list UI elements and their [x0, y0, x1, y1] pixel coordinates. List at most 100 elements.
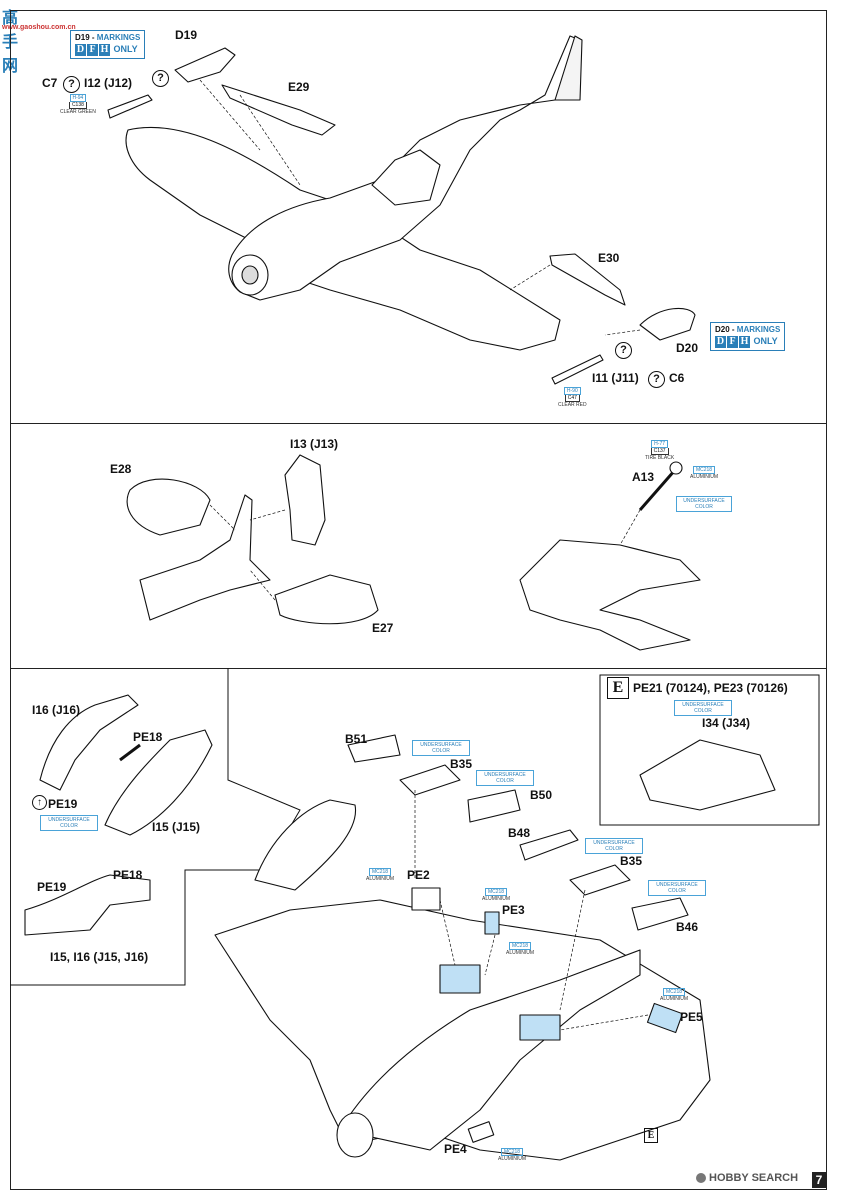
footer-brand: HOBBY SEARCH [709, 1172, 799, 1184]
label-a13: A13 [632, 470, 655, 484]
divider-1 [10, 423, 827, 424]
paint-aluminium-bay: MC218 ALUMINIUM [506, 942, 534, 956]
label-e27: E27 [372, 621, 394, 635]
label-i16: I16 (J16) [32, 703, 81, 717]
undersurface-color-pe19: UNDERSURFACE COLOR [40, 815, 98, 831]
label-b46: B46 [676, 920, 699, 934]
spinner [241, 265, 259, 285]
inset-e-badge: E [607, 677, 629, 699]
tail-assembly [519, 539, 701, 651]
marking-letter-h: H [739, 336, 750, 348]
page-frame [10, 10, 827, 1190]
paint-name: CLEAR RED [558, 402, 587, 408]
paint-aluminium-pe3: MC218 ALUMINIUM [482, 888, 510, 902]
paint-name: ALUMINIUM [660, 996, 689, 1002]
label-c7: C7 [42, 76, 58, 90]
undersurface-color-inset: UNDERSURFACE COLOR [674, 700, 732, 716]
e30-part [549, 253, 626, 306]
marking-letter-d: D [715, 336, 726, 348]
e28-part [126, 478, 211, 536]
cockpit [371, 149, 441, 206]
d20-part [639, 307, 696, 341]
markings-d19-prefix: D19 - [75, 33, 97, 42]
paint-code: MC218 [692, 466, 716, 474]
undersurface-color-b50: UNDERSURFACE COLOR [476, 770, 534, 786]
label-d19: D19 [175, 28, 198, 42]
label-pe19b: PE19 [37, 880, 67, 894]
paint-code: MC218 [662, 988, 686, 996]
paint-code: MC218 [508, 942, 532, 950]
tail-fuselage [139, 494, 271, 621]
paint-aluminium-pe4: MC218 ALUMINIUM [498, 1148, 526, 1162]
marking-letter-d: D [75, 44, 86, 56]
label-c6: C6 [669, 371, 685, 385]
undersurface-color-b35: UNDERSURFACE COLOR [412, 740, 470, 756]
question-icon: ? [152, 70, 169, 87]
label-pe18: PE18 [133, 730, 163, 744]
paint-name: ALUMINIUM [482, 896, 511, 902]
bend-arrow-icon: ↑ [32, 795, 47, 810]
i13-rudder [284, 454, 326, 546]
c6-lens [551, 354, 604, 385]
label-b51: B51 [345, 732, 368, 746]
paint-name: ALUMINIUM [366, 876, 395, 882]
a13-leg [638, 469, 677, 511]
question-icon: ? [648, 371, 665, 388]
label-b48: B48 [508, 826, 531, 840]
label-pe5: PE5 [680, 1010, 703, 1024]
paint-code: H-77 [651, 440, 669, 448]
label-b35: B35 [450, 757, 473, 771]
question-icon: ? [615, 342, 632, 359]
paint-name: CLEAR GREEN [60, 109, 96, 115]
label-i12: I12 (J12) [84, 76, 133, 90]
markings-d20-prefix: D20 - [715, 325, 737, 334]
fuselage-belly [339, 949, 641, 1151]
paint-code: MC218 [368, 868, 392, 876]
question-d19: ? [152, 68, 169, 87]
b50-part [467, 789, 521, 823]
label-e28: E28 [110, 462, 132, 476]
label-i11: I11 (J11) [592, 371, 639, 385]
a13-wheel [669, 461, 683, 475]
page-number: 7 [812, 1172, 826, 1188]
question-d20: ? [615, 340, 632, 359]
b35b-part [569, 864, 631, 896]
label-e30: E30 [598, 251, 620, 265]
paint-code: C137 [650, 448, 669, 455]
label-i15-i16: I15, I16 (J15, J16) [50, 950, 149, 964]
paint-code: MC218 [484, 888, 508, 896]
question-c7: ? [63, 74, 80, 93]
i15-part [104, 729, 213, 836]
label-i34: I34 (J34) [702, 716, 751, 730]
marking-letter-f: F [727, 336, 738, 348]
footer-logo: HOBBY SEARCH [696, 1172, 798, 1184]
paint-code: H-94 [69, 94, 87, 102]
label-b35b: B35 [620, 854, 643, 868]
paint-code: C47 [564, 395, 580, 402]
undersurface-color-a13: UNDERSURFACE COLOR [676, 496, 732, 512]
question-icon: ? [63, 76, 80, 93]
cowling-underside [336, 1112, 374, 1158]
label-d20: D20 [676, 341, 699, 355]
undersurface-color-b46: UNDERSURFACE COLOR [648, 880, 706, 896]
wheel-bay-1 [439, 964, 481, 994]
pe4-part [467, 1121, 495, 1143]
paint-code: H-90 [563, 387, 581, 395]
pe2-part [411, 887, 441, 911]
d19-part [174, 47, 236, 83]
b48-part [519, 829, 579, 861]
paint-code: C138 [68, 102, 87, 109]
markings-d20-word: MARKINGS [736, 325, 781, 334]
detail-sketch [24, 874, 151, 936]
pe5-part [646, 1002, 684, 1034]
marking-letter-h: H [99, 44, 110, 56]
paint-clear-red: H-90 C47 CLEAR RED [558, 387, 587, 408]
wheel-bay-2 [519, 1014, 561, 1041]
inset-e-detail [639, 739, 776, 811]
markings-d19-suffix: ONLY [113, 44, 138, 54]
markings-d20-suffix: ONLY [753, 336, 778, 346]
e27-part [274, 574, 379, 625]
